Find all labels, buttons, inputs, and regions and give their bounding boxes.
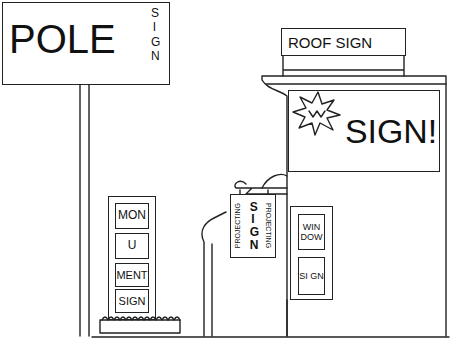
ground-line [92,336,449,337]
sign-text: SI GN [299,271,324,281]
sign-border-text: PROJECTING [265,203,272,248]
bracket-scroll [262,175,287,189]
sign-text: WIN DOW [299,222,324,243]
sign-text: MENT [116,269,147,282]
sign-box: SIGN! [288,90,440,172]
sign-panel: MON [115,203,149,229]
building-edge [286,300,287,336]
sign-panel: SIGN [115,289,149,313]
sign-text: POLE [9,19,116,59]
sign-pole [80,85,89,336]
sign-border-text: PROJECTING [234,203,241,248]
sign-bracket [235,181,287,194]
sign-text: U [128,239,137,253]
building-wall [211,244,212,336]
sign-text: SIGN! [345,115,437,149]
sign-box: ROOF SIGN [281,28,406,56]
sign-panel: WIN DOW [298,214,325,250]
roof-sign-support [283,56,404,76]
building-wall [202,212,226,336]
sign-text: ROOF SIGN [288,35,372,50]
sign-panel: MENT [115,263,149,287]
monument-base [100,320,180,333]
sign-panel: SI GN [298,257,325,295]
sign-box: MON U MENT SIGN [108,196,156,320]
sign-text: SIGN [250,201,257,251]
sign-box: POLE SIGN [2,2,170,85]
sign-text: MON [118,209,146,223]
starburst-scribble [309,111,325,117]
vertical-sign-text: SIGN [151,6,158,64]
sign-box: PROJECTING SIGN PROJECTING [230,194,276,258]
building-outline [262,76,446,336]
sign-text: SIGN [119,295,146,308]
sign-panel: U [115,233,149,259]
cornice-line [266,83,446,84]
starburst [293,92,340,135]
sign-box: WIN DOW SI GN [290,206,333,300]
